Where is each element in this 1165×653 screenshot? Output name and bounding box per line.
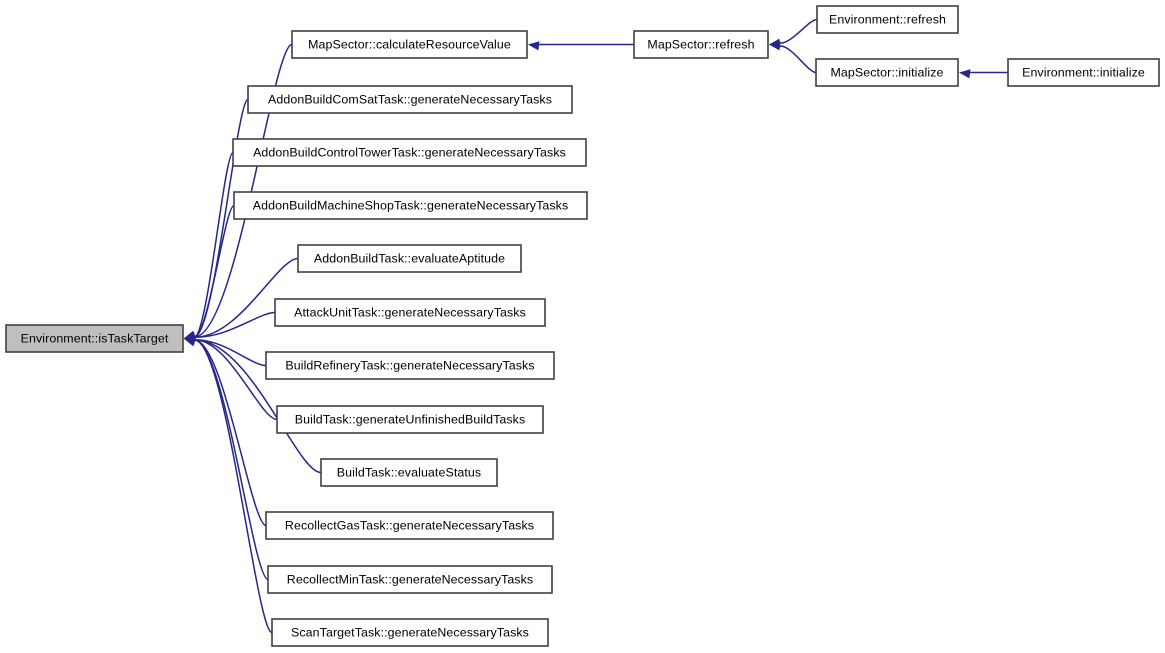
node-box-n11[interactable] bbox=[267, 565, 553, 594]
edge-recollectmin-to-isTaskTarget-line bbox=[193, 339, 269, 581]
node-label-n8: BuildTask::generateUnfinishedBuildTasks bbox=[295, 412, 526, 426]
node-label-n2: AddonBuildComSatTask::generateNecessaryT… bbox=[268, 92, 552, 106]
edge-mapsectorrefresh-to-calculateResourceValue-arrowhead bbox=[528, 41, 540, 51]
node-label-n13: MapSector::refresh bbox=[647, 37, 754, 51]
graph-node-n15[interactable]: MapSector::initialize bbox=[815, 58, 959, 87]
node-label-n10: RecollectGasTask::generateNecessaryTasks bbox=[285, 518, 534, 532]
graph-node-n6[interactable]: AttackUnitTask::generateNecessaryTasks bbox=[274, 298, 546, 327]
nodes-layer: Environment::isTaskTarget MapSector::calc… bbox=[5, 5, 1160, 647]
node-box-root[interactable] bbox=[5, 324, 184, 353]
node-box-n6[interactable] bbox=[274, 298, 546, 327]
node-box-n12[interactable] bbox=[271, 618, 549, 647]
edge-evaluateStatus-to-isTaskTarget-line bbox=[193, 339, 322, 474]
graph-node-n11[interactable]: RecollectMinTask::generateNecessaryTasks bbox=[267, 565, 553, 594]
edge-recollectmin-to-isTaskTarget bbox=[184, 330, 269, 581]
graph-node-n9[interactable]: BuildTask::evaluateStatus bbox=[320, 458, 498, 487]
graph-node-n1[interactable]: MapSector::calculateResourceValue bbox=[291, 30, 528, 59]
graph-node-n7[interactable]: BuildRefineryTask::generateNecessaryTask… bbox=[265, 351, 555, 380]
node-label-root: Environment::isTaskTarget bbox=[21, 331, 169, 345]
edge-unfinishedbuild-to-isTaskTarget-line bbox=[193, 339, 278, 421]
edge-mapsectorrefresh-to-calculateResourceValue bbox=[528, 41, 634, 51]
node-box-n7[interactable] bbox=[265, 351, 555, 380]
edge-envinitialize-to-mapsectorinitialize-arrowhead bbox=[959, 69, 971, 79]
node-box-n8[interactable] bbox=[276, 405, 544, 434]
graph-node-n13[interactable]: MapSector::refresh bbox=[633, 30, 769, 59]
node-box-n3[interactable] bbox=[232, 138, 587, 167]
edge-comsat-to-isTaskTarget bbox=[184, 98, 249, 347]
graph-node-n14[interactable]: Environment::refresh bbox=[816, 5, 959, 34]
graph-node-n8[interactable]: BuildTask::generateUnfinishedBuildTasks bbox=[276, 405, 544, 434]
edge-envinitialize-to-mapsectorinitialize bbox=[959, 69, 1008, 79]
node-box-n5[interactable] bbox=[297, 244, 522, 273]
edges-layer bbox=[184, 18, 1008, 634]
node-box-n10[interactable] bbox=[265, 511, 554, 540]
node-label-n9: BuildTask::evaluateStatus bbox=[337, 465, 481, 479]
node-label-n3: AddonBuildControlTowerTask::generateNece… bbox=[253, 145, 566, 159]
node-box-n16[interactable] bbox=[1007, 58, 1160, 87]
edge-recollectgas-to-isTaskTarget bbox=[184, 330, 267, 527]
node-label-n7: BuildRefineryTask::generateNecessaryTask… bbox=[285, 358, 534, 372]
node-box-n9[interactable] bbox=[320, 458, 498, 487]
graph-node-n4[interactable]: AddonBuildMachineShopTask::generateNeces… bbox=[233, 191, 588, 220]
node-label-n11: RecollectMinTask::generateNecessaryTasks bbox=[287, 572, 533, 586]
edge-buildrefinery-to-isTaskTarget-line bbox=[193, 339, 267, 367]
node-box-n13[interactable] bbox=[633, 30, 769, 59]
node-label-n4: AddonBuildMachineShopTask::generateNeces… bbox=[253, 198, 569, 212]
edge-mapsectorinitialize-to-mapsectorrefresh-line bbox=[778, 45, 817, 74]
edge-scantarget-to-isTaskTarget-arrowhead bbox=[184, 330, 196, 340]
edge-controltower-to-isTaskTarget-line bbox=[193, 151, 234, 338]
edge-evaluateAptitude-to-isTaskTarget-line bbox=[193, 257, 299, 338]
graph-node-n10[interactable]: RecollectGasTask::generateNecessaryTasks bbox=[265, 511, 554, 540]
node-box-n1[interactable] bbox=[291, 30, 528, 59]
edge-mapsectorinitialize-to-mapsectorrefresh bbox=[769, 38, 817, 74]
node-box-n14[interactable] bbox=[816, 5, 959, 34]
edge-controltower-to-isTaskTarget bbox=[184, 151, 234, 347]
graph-node-root[interactable]: Environment::isTaskTarget bbox=[5, 324, 184, 353]
graph-node-n12[interactable]: ScanTargetTask::generateNecessaryTasks bbox=[271, 618, 549, 647]
edge-unfinishedbuild-to-isTaskTarget bbox=[184, 330, 278, 421]
edge-machineshop-to-isTaskTarget-line bbox=[193, 204, 235, 338]
edge-scantarget-to-isTaskTarget-line bbox=[193, 339, 273, 634]
node-label-n15: MapSector::initialize bbox=[831, 65, 944, 79]
node-label-n12: ScanTargetTask::generateNecessaryTasks bbox=[291, 625, 529, 639]
node-box-n15[interactable] bbox=[815, 58, 959, 87]
graph-node-n5[interactable]: AddonBuildTask::evaluateAptitude bbox=[297, 244, 522, 273]
edge-scantarget-to-isTaskTarget bbox=[184, 330, 273, 634]
graph-node-n16[interactable]: Environment::initialize bbox=[1007, 58, 1160, 87]
node-box-n2[interactable] bbox=[247, 85, 573, 114]
node-label-n14: Environment::refresh bbox=[829, 12, 946, 26]
edge-recollectgas-to-isTaskTarget-line bbox=[193, 339, 267, 527]
edge-envrefresh-to-mapsectorrefresh-line bbox=[778, 18, 818, 44]
edge-mapsectorinitialize-to-mapsectorrefresh-arrowhead bbox=[769, 38, 781, 48]
graph-node-n3[interactable]: AddonBuildControlTowerTask::generateNece… bbox=[232, 138, 587, 167]
node-label-n6: AttackUnitTask::generateNecessaryTasks bbox=[294, 305, 526, 319]
node-label-n1: MapSector::calculateResourceValue bbox=[308, 37, 511, 51]
node-box-n4[interactable] bbox=[233, 191, 588, 220]
node-label-n5: AddonBuildTask::evaluateAptitude bbox=[314, 251, 505, 265]
node-label-n16: Environment::initialize bbox=[1022, 65, 1145, 79]
graph-node-n2[interactable]: AddonBuildComSatTask::generateNecessaryT… bbox=[247, 85, 573, 114]
edge-attackunit-to-isTaskTarget-line bbox=[193, 311, 276, 338]
